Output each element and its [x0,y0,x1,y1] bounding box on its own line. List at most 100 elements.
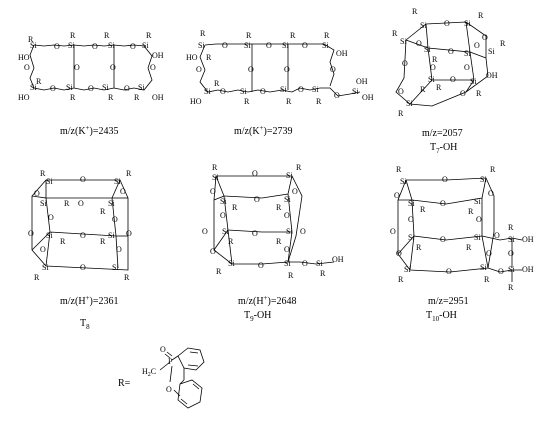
r-group: R [70,93,76,102]
r-group: R [316,97,322,106]
oxygen-atom: O [130,42,136,51]
si-atom: Si [312,85,319,94]
r-group: R [286,97,292,106]
r-group: R [232,203,238,212]
atom-labels-s5: R Si O Si R O O Si R O Si R O O O Si R O… [202,163,344,280]
oxygen-atom: O [498,267,504,276]
oxygen-atom: O [78,199,84,208]
oxygen-atom: O [126,229,132,238]
si-atom: Si [30,41,37,50]
caption-s1: m/z(K+)=2435 [60,124,118,137]
oxygen-atom: O [334,91,340,100]
si-atom: Si [138,83,145,92]
oxygen-atom: O [402,59,408,68]
structure-cage-t9-oh [213,175,335,265]
si-atom: Si [470,77,477,86]
r-group: R [60,237,66,246]
oxygen-atom: O [124,84,130,93]
r-group: R [436,83,442,92]
oxygen-atom: O [486,249,492,258]
r-group: R [420,205,426,214]
oxygen-atom: O [440,235,446,244]
si-atom: Si [46,177,53,186]
oxygen-atom: O [222,41,228,50]
si-atom: Si [108,41,115,50]
oxygen-atom: O [298,85,304,94]
oxygen-atom: O [474,41,480,50]
substituent-r-structure: R= H2C P O O [118,345,205,409]
r-group: R [324,31,330,40]
oxygen-atom: O [508,249,514,258]
si-atom: Si [40,199,47,208]
ho-group: HO [190,97,202,106]
r-group: R [124,273,130,282]
r-group: R [490,165,496,174]
oxygen-atom: O [252,169,258,178]
ch2-group: H2C [142,367,156,378]
atom-labels-s6: R Si O Si R O O Si R O Si R O O O Si R O… [390,165,534,292]
oh-group: OH [152,93,164,102]
oxygen-atom: O [24,63,30,72]
structure-cage-t8 [31,179,129,271]
r-group: R [276,237,282,246]
si-atom: Si [406,99,413,108]
r-group: R [104,31,110,40]
oxygen-atom: O [292,187,298,196]
si-atom: Si [284,195,291,204]
si-atom: Si [30,83,37,92]
caption-s4: m/z(H+)=2361 [60,294,118,307]
oxygen-atom: O [398,87,404,96]
r-group: R [508,283,514,292]
r-group: R [398,109,404,118]
oh-group: OH [522,265,534,274]
si-atom: Si [222,227,229,236]
r-group: R [468,207,474,216]
r-group: R [396,165,402,174]
r-group: R [508,223,514,232]
oxygen-atom: O [48,213,54,222]
oxygen-atom: O [112,215,118,224]
r-group: R [244,97,250,106]
oxygen-atom: O [88,84,94,93]
r-group: R [398,275,404,284]
oxygen-atom: O [258,261,264,270]
oxygen-atom: O [440,199,446,208]
caption-s3: m/z=2057 [422,128,463,139]
oxygen-atom: O [476,215,482,224]
atom-labels-s4: R Si O Si R O O Si R O Si R O O O Si R O… [28,169,132,282]
oxygen-atom: O [196,65,202,74]
si-atom: Si [420,21,427,30]
r-group: R [288,271,294,280]
oxygen-atom: O [284,65,290,74]
r-group: R [100,237,106,246]
si-atom: Si [400,37,407,46]
oxygen-atom: O [494,231,500,240]
r-group: R [108,93,114,102]
oxygen-atom: O [330,65,336,74]
oxygen-atom: O [50,84,56,93]
r-group: R [206,53,212,62]
r-group: R [500,39,506,48]
oxygen-atom: O [266,41,272,50]
si-atom: Si [112,263,119,272]
si-atom: Si [474,233,481,242]
r-group: R [478,11,484,20]
oxygen-atom: O [74,63,80,72]
si-atom: Si [322,41,329,50]
oxygen-atom: O [34,189,40,198]
atom-labels-s1: Si HO R O Si R O Si R O Si R OH O O O O … [18,31,164,102]
oxygen-atom: O [254,195,260,204]
r-equals-label: R= [118,378,131,389]
si-atom: Si [508,265,515,274]
r-group: R [416,243,422,252]
ho-group: HO [18,93,30,102]
r-group: R [466,243,472,252]
oxygen-atom: O [160,345,166,354]
oxygen-atom: O [116,245,122,254]
oxygen-atom: O [150,63,156,72]
atom-labels-s2: R Si HO O Si R O Si R O Si R OH R O O O … [186,29,374,106]
caption-s4-name: T8 [80,318,90,331]
r-group: R [200,29,206,38]
oxygen-atom: O [28,229,34,238]
r-group: R [320,269,326,278]
